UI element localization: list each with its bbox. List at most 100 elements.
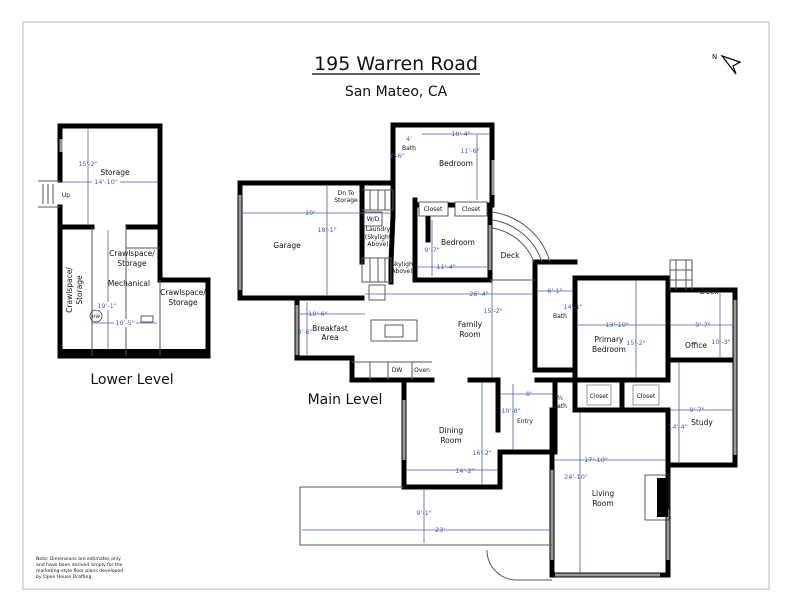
- closet-shelf: [586, 384, 612, 406]
- room-label-crawlspace: Crawlspace/: [160, 288, 206, 297]
- patio: [299, 486, 552, 581]
- dim-bedroom-height: 11'-6": [460, 147, 480, 155]
- main-walls: [237, 122, 738, 578]
- dim-office-height: 10'-3": [711, 338, 731, 346]
- dim-living-width: 17'-10": [584, 456, 608, 464]
- dim-patio-height: 9'-1": [416, 509, 431, 517]
- room-label-living-room: Living: [592, 489, 615, 498]
- room-label-closet: Closet: [590, 393, 609, 400]
- dim-breakfast-width: 10'-6": [308, 310, 328, 318]
- dim-garage-height: 18'-1": [317, 226, 337, 234]
- room-label-breakfast: Breakfast: [312, 324, 348, 333]
- dimension-lines: [242, 133, 733, 573]
- room-label-crawlspace: Storage: [168, 298, 198, 307]
- dim-dining-height: 16'-2": [472, 449, 492, 457]
- dim-storage-height: 15'-2": [78, 160, 98, 168]
- room-label-entry: Entry: [517, 418, 533, 425]
- dim-family-width: 26'-4": [469, 290, 489, 298]
- room-label-mechanical: Mechanical: [108, 279, 150, 288]
- room-label-bath: Bath: [553, 313, 567, 320]
- room-label-closet: Closet: [462, 206, 481, 213]
- stairs-up-label: Up: [62, 192, 70, 199]
- room-label-half-bath: ½: [557, 395, 563, 402]
- dim-breakfast-height: 8'-6": [297, 328, 312, 336]
- room-label-crawlspace: Crawlspace/: [65, 267, 74, 313]
- level-label-lower: Lower Level: [90, 372, 173, 388]
- dim-family-height: 15'-2": [483, 307, 503, 315]
- lower-partitions: [91, 227, 161, 356]
- room-label-living-room: Room: [592, 499, 613, 508]
- skylight-label: Above): [391, 268, 412, 275]
- disclaimer-note: Note: Dimensions are estimates only: [36, 556, 121, 562]
- room-label-closet: Closet: [637, 393, 656, 400]
- plan-title: 195 Warren Road: [314, 53, 478, 75]
- room-label-crawlspace: Crawlspace/: [109, 249, 155, 258]
- room-label-bedroom: Bedroom: [441, 238, 475, 247]
- fireplace-label: FP: [657, 494, 664, 501]
- dim-garage-width: 19': [305, 209, 315, 217]
- sheet-border: [22, 21, 770, 590]
- kitchen-counter: [352, 361, 432, 380]
- dimension-labels: 19' 18'-1" 4' 7'-6" 10'-4" 11'-6" 9'-7" …: [297, 130, 730, 534]
- kitchen-island: [370, 319, 418, 342]
- dim-bedroom2-height: 9'-7": [424, 246, 439, 254]
- disclaimer-note: marketing-style floor plans developed: [36, 568, 123, 574]
- fridge: [368, 284, 386, 301]
- dim-primary-height: 15'-2": [626, 339, 646, 347]
- north-label: N: [712, 53, 717, 61]
- dim-primary-width: 13'-10": [605, 321, 629, 329]
- dim-mechanical-width: 10'-5": [115, 319, 135, 327]
- deck-curved: [490, 211, 551, 281]
- fireplace-hearth: [657, 478, 668, 517]
- dim-patio-width: 23': [435, 526, 445, 534]
- disclaimer-note: and have been derived simply for the: [36, 562, 123, 568]
- room-label-bath: Bath: [402, 145, 416, 152]
- main-stairs: [361, 189, 394, 283]
- dim-primary-bath-height: 14'-1": [563, 303, 583, 311]
- main-level-plan: Garage Dn To Storage W/D Laundry (Skylig…: [237, 122, 738, 581]
- plan-subtitle: San Mateo, CA: [345, 84, 448, 100]
- room-label-crawlspace: Storage: [117, 259, 147, 268]
- dim-entry-width: 8': [526, 390, 532, 398]
- dim-bath-width: 4': [406, 135, 412, 143]
- lower-foundation-wall: [60, 349, 208, 358]
- dim-dining-width: 14'-2": [455, 467, 475, 475]
- lower-level-plan: HW Storage 15'-2" 14'-10" Up Crawlspace/…: [38, 123, 211, 388]
- level-label-main: Main Level: [308, 392, 383, 408]
- room-label-dn-storage: Dn To: [338, 190, 355, 197]
- dim-primary-bath-width: 6'-1": [547, 287, 562, 295]
- main-windows: [238, 160, 737, 577]
- washer-dryer: [363, 211, 383, 227]
- dim-office-width: 9'-7": [695, 321, 710, 329]
- room-label-study: Study: [691, 418, 713, 427]
- washer-dryer-label: W/D: [367, 216, 380, 223]
- room-label-closet: Closet: [424, 206, 443, 213]
- water-heater-label: HW: [92, 314, 100, 320]
- closet-box: [454, 201, 488, 217]
- lower-stairs: [38, 180, 60, 208]
- dim-mechanical-height: 19'-1": [97, 302, 117, 310]
- closet-box: [418, 201, 449, 217]
- mechanical-unit: [140, 315, 154, 323]
- fireplace: [644, 474, 670, 521]
- dim-bath-height: 7'-6": [389, 152, 404, 160]
- disclaimer-note: by Open House Drafting.: [36, 574, 93, 580]
- room-label-office: Office: [685, 341, 707, 350]
- closet-shelf: [632, 384, 660, 406]
- room-label-breakfast: Area: [321, 333, 338, 342]
- room-label-laundry: Above): [367, 241, 388, 248]
- room-label-primary-bedroom: Bedroom: [592, 345, 626, 354]
- room-label-primary-bedroom: Primary: [595, 335, 625, 344]
- room-label-family-room: Room: [459, 330, 480, 339]
- lower-walls: [57, 123, 211, 359]
- oven-label: Oven: [414, 367, 430, 374]
- room-label-laundry: Laundry: [366, 226, 391, 233]
- dim-entry-height: 10'-8": [501, 407, 521, 415]
- dim-living-height: 24'-10": [564, 473, 588, 481]
- cooktop-icon: [384, 324, 404, 338]
- room-label-bedroom: Bedroom: [439, 159, 473, 168]
- room-label-garage: Garage: [273, 241, 301, 250]
- dim-storage-width: 14'-10": [94, 178, 118, 186]
- deck-stairs: [669, 259, 693, 290]
